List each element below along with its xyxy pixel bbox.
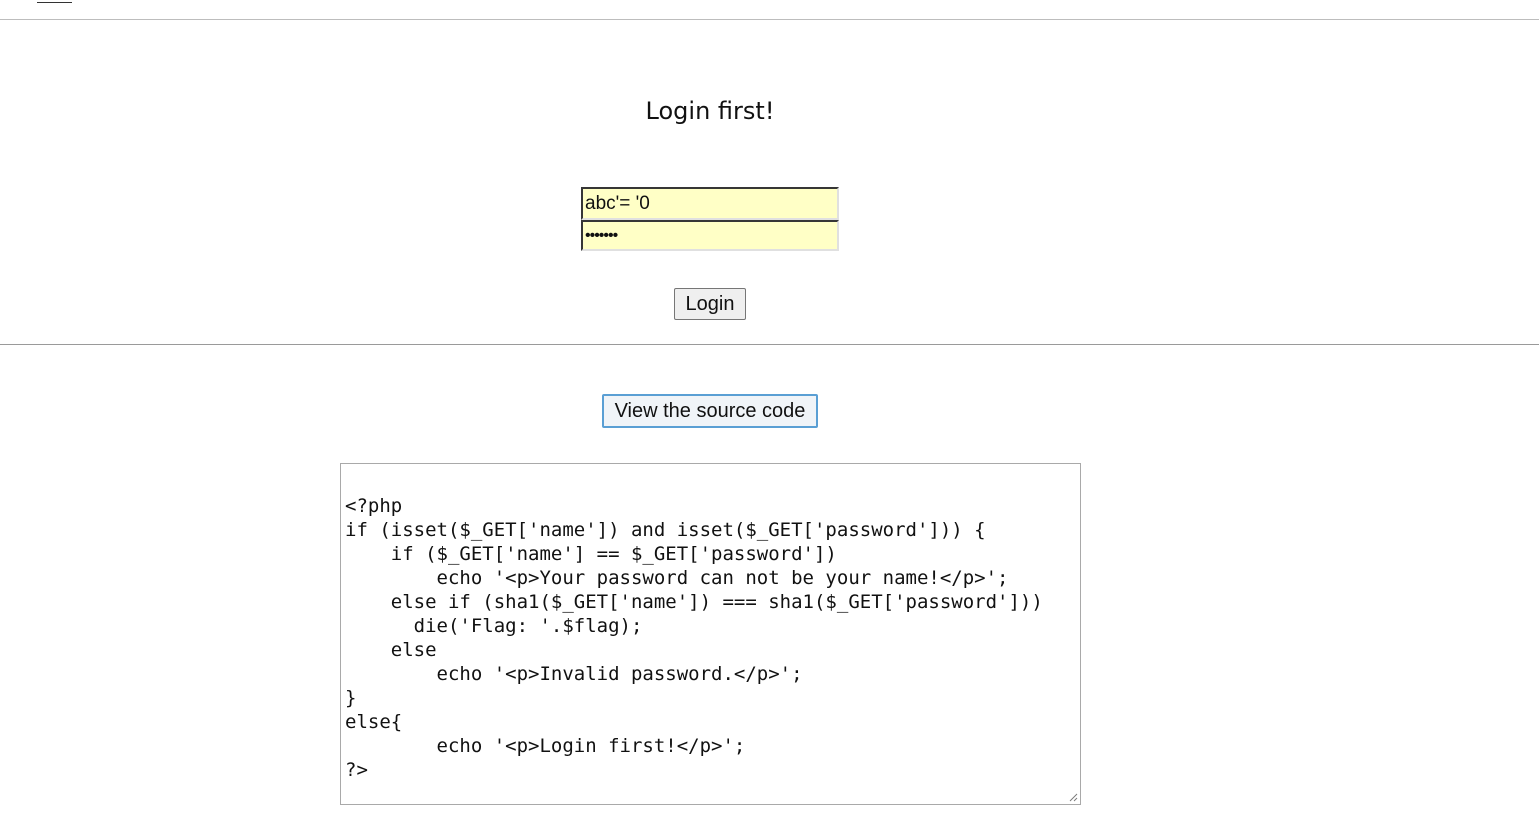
name-input[interactable] bbox=[581, 187, 839, 220]
login-form bbox=[581, 187, 839, 251]
top-divider bbox=[0, 19, 1539, 20]
view-source-button[interactable]: View the source code bbox=[602, 394, 818, 428]
top-link-fragment[interactable] bbox=[37, 0, 72, 3]
password-input[interactable] bbox=[581, 220, 839, 251]
resize-grip-icon[interactable] bbox=[1068, 792, 1078, 802]
source-code-textarea[interactable]: <?php if (isset($_GET['name']) and isset… bbox=[340, 463, 1081, 805]
login-message: Login first! bbox=[645, 97, 775, 125]
section-divider bbox=[0, 344, 1539, 345]
login-button[interactable]: Login bbox=[674, 288, 746, 320]
